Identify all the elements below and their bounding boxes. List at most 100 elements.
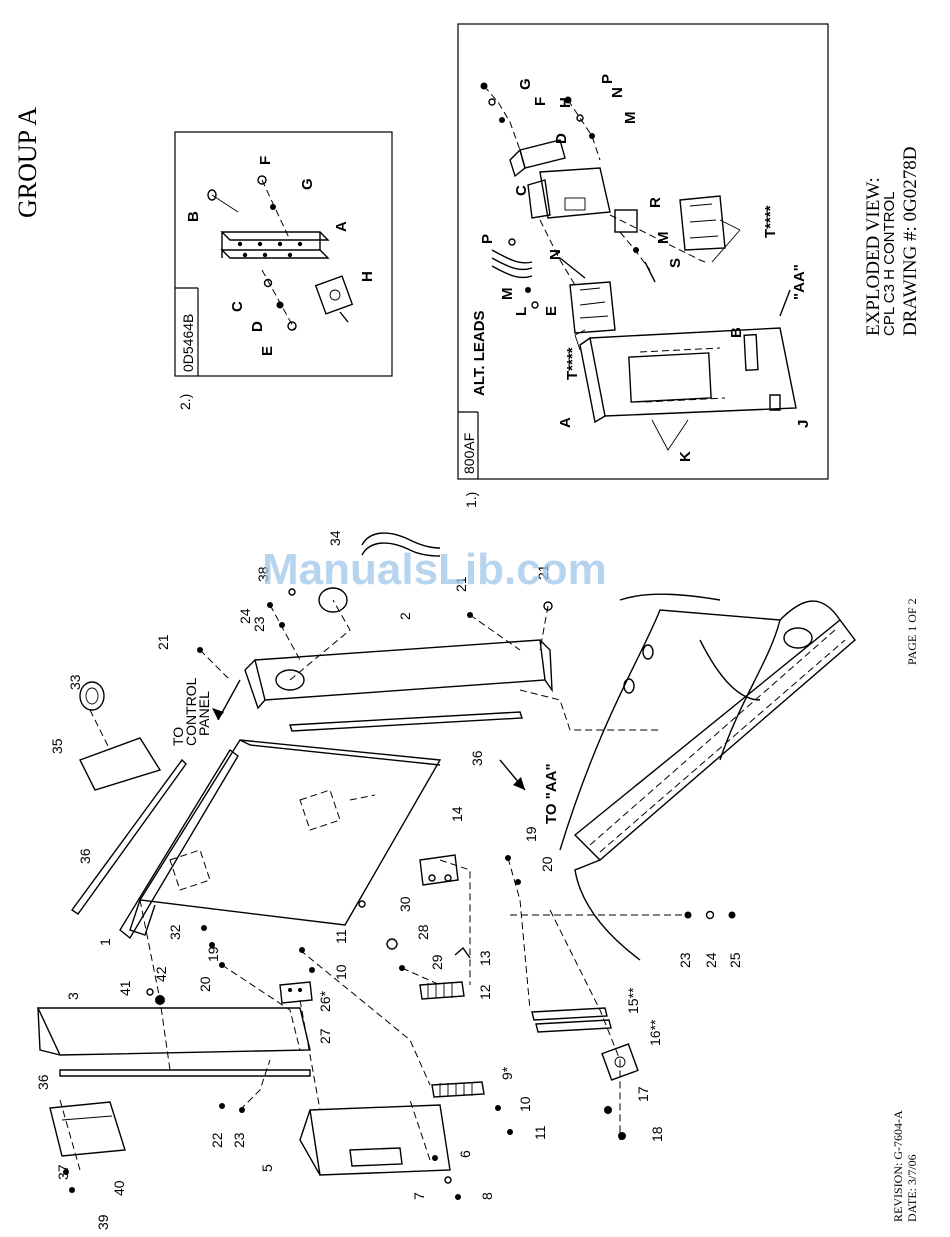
svg-text:29: 29 [429, 954, 445, 970]
svg-text:41: 41 [117, 980, 133, 996]
svg-text:30: 30 [397, 896, 413, 912]
svg-text:L: L [513, 307, 530, 316]
svg-text:36: 36 [469, 750, 485, 766]
inset-1-number: 1.) [463, 492, 479, 508]
inset-2-code: 0D5464B [180, 314, 196, 372]
svg-text:11: 11 [532, 1125, 548, 1140]
svg-text:20: 20 [539, 856, 555, 872]
inset-1-code: 800AF [461, 433, 477, 474]
svg-text:C: C [513, 185, 530, 196]
svg-text:M: M [622, 112, 639, 125]
svg-text:21: 21 [155, 634, 171, 650]
svg-text:M: M [655, 232, 672, 245]
svg-text:17: 17 [635, 1086, 651, 1102]
watermark: ManualsLib.com [262, 545, 607, 594]
svg-text:7: 7 [411, 1192, 427, 1200]
to-control-panel-3: PANEL [196, 691, 212, 736]
main-assembly: TO CONTROL PANEL TO "AA" 1 2 3 5 6 7 8 9… [35, 530, 856, 1230]
svg-text:9*: 9* [499, 1066, 515, 1080]
svg-text:H: H [557, 97, 574, 108]
svg-text:42: 42 [153, 966, 169, 982]
svg-text:25: 25 [727, 952, 743, 968]
svg-text:19: 19 [205, 946, 221, 962]
svg-text:35: 35 [49, 738, 65, 754]
group-title: GROUP A [13, 107, 42, 218]
svg-text:14: 14 [449, 806, 465, 822]
svg-text:8: 8 [479, 1192, 495, 1200]
inset-2: 0D5464B 2.) B F G A C D E H [174, 131, 393, 410]
svg-text:15**: 15** [625, 987, 641, 1014]
svg-text:N: N [547, 249, 564, 260]
svg-text:26*: 26* [317, 990, 333, 1012]
svg-text:19: 19 [523, 826, 539, 842]
svg-text:34: 34 [327, 530, 343, 546]
inset-2-frame [174, 131, 393, 377]
svg-text:28: 28 [415, 924, 431, 940]
svg-text:13: 13 [477, 950, 493, 966]
alt-leads-label: ALT. LEADS [471, 310, 488, 396]
svg-text:39: 39 [95, 1214, 111, 1230]
svg-text:3: 3 [65, 992, 81, 1000]
svg-text:P: P [599, 74, 616, 84]
view-title-block: EXPLODED VIEW: CPL C3 H CONTROL DRAWING … [863, 146, 921, 336]
svg-text:N: N [609, 87, 626, 98]
svg-text:F: F [257, 156, 274, 165]
svg-text:10: 10 [517, 1096, 533, 1112]
svg-text:D: D [249, 321, 266, 332]
inset-1-frame [457, 23, 829, 480]
svg-text:D: D [553, 133, 570, 144]
inset-2-number: 2.) [177, 394, 193, 410]
svg-text:32: 32 [167, 924, 183, 940]
inset-1: 800AF 1.) ALT. LEADS "AA" [457, 23, 829, 508]
svg-text:40: 40 [111, 1180, 127, 1196]
svg-text:F: F [532, 97, 549, 106]
svg-text:R: R [647, 197, 664, 208]
view-title-line1: EXPLODED VIEW: [863, 177, 884, 336]
svg-text:21: 21 [535, 564, 551, 580]
svg-text:21: 21 [453, 576, 469, 592]
svg-text:G: G [517, 78, 534, 90]
svg-text:B: B [185, 211, 202, 222]
revision-text: REVISION: G-7604-A [891, 1110, 905, 1222]
svg-text:23: 23 [677, 952, 693, 968]
svg-text:38: 38 [255, 566, 271, 582]
svg-text:18: 18 [649, 1126, 665, 1142]
svg-text:E: E [543, 306, 560, 316]
svg-text:20: 20 [197, 976, 213, 992]
svg-text:E: E [259, 346, 276, 356]
svg-text:10: 10 [333, 964, 349, 980]
svg-text:23: 23 [251, 616, 267, 632]
svg-text:27: 27 [317, 1028, 333, 1044]
svg-text:J: J [795, 420, 812, 428]
drawing-number: DRAWING #: 0G0278D [900, 146, 921, 336]
svg-text:24: 24 [237, 608, 253, 624]
svg-text:37: 37 [55, 1164, 71, 1180]
svg-text:S: S [667, 258, 684, 268]
svg-text:G: G [299, 178, 316, 190]
svg-text:1: 1 [97, 938, 113, 946]
svg-text:H: H [359, 271, 376, 282]
svg-text:2: 2 [397, 612, 413, 620]
svg-text:24: 24 [703, 952, 719, 968]
svg-text:B: B [728, 327, 745, 338]
svg-text:36: 36 [77, 848, 93, 864]
aa-label: "AA" [791, 264, 808, 300]
svg-text:K: K [677, 451, 694, 462]
callouts: 1 2 3 5 6 7 8 9* 10 10 11 11 12 13 14 15… [35, 530, 743, 1230]
svg-text:M: M [499, 288, 516, 301]
svg-text:P: P [479, 234, 496, 244]
svg-text:T****: T**** [564, 347, 581, 380]
to-control-panel-1: TO [170, 727, 186, 746]
svg-text:12: 12 [477, 984, 493, 1000]
svg-text:A: A [557, 417, 574, 428]
svg-text:C: C [229, 301, 246, 312]
to-control-panel-2: CONTROL [183, 677, 199, 746]
svg-text:A: A [333, 221, 350, 232]
svg-text:6: 6 [457, 1150, 473, 1158]
view-title-line2: CPL C3 H CONTROL [881, 192, 898, 336]
page-number: PAGE 1 OF 2 [905, 598, 919, 665]
svg-text:11: 11 [333, 929, 349, 944]
svg-text:T****: T**** [762, 205, 779, 238]
svg-text:23: 23 [231, 1132, 247, 1148]
